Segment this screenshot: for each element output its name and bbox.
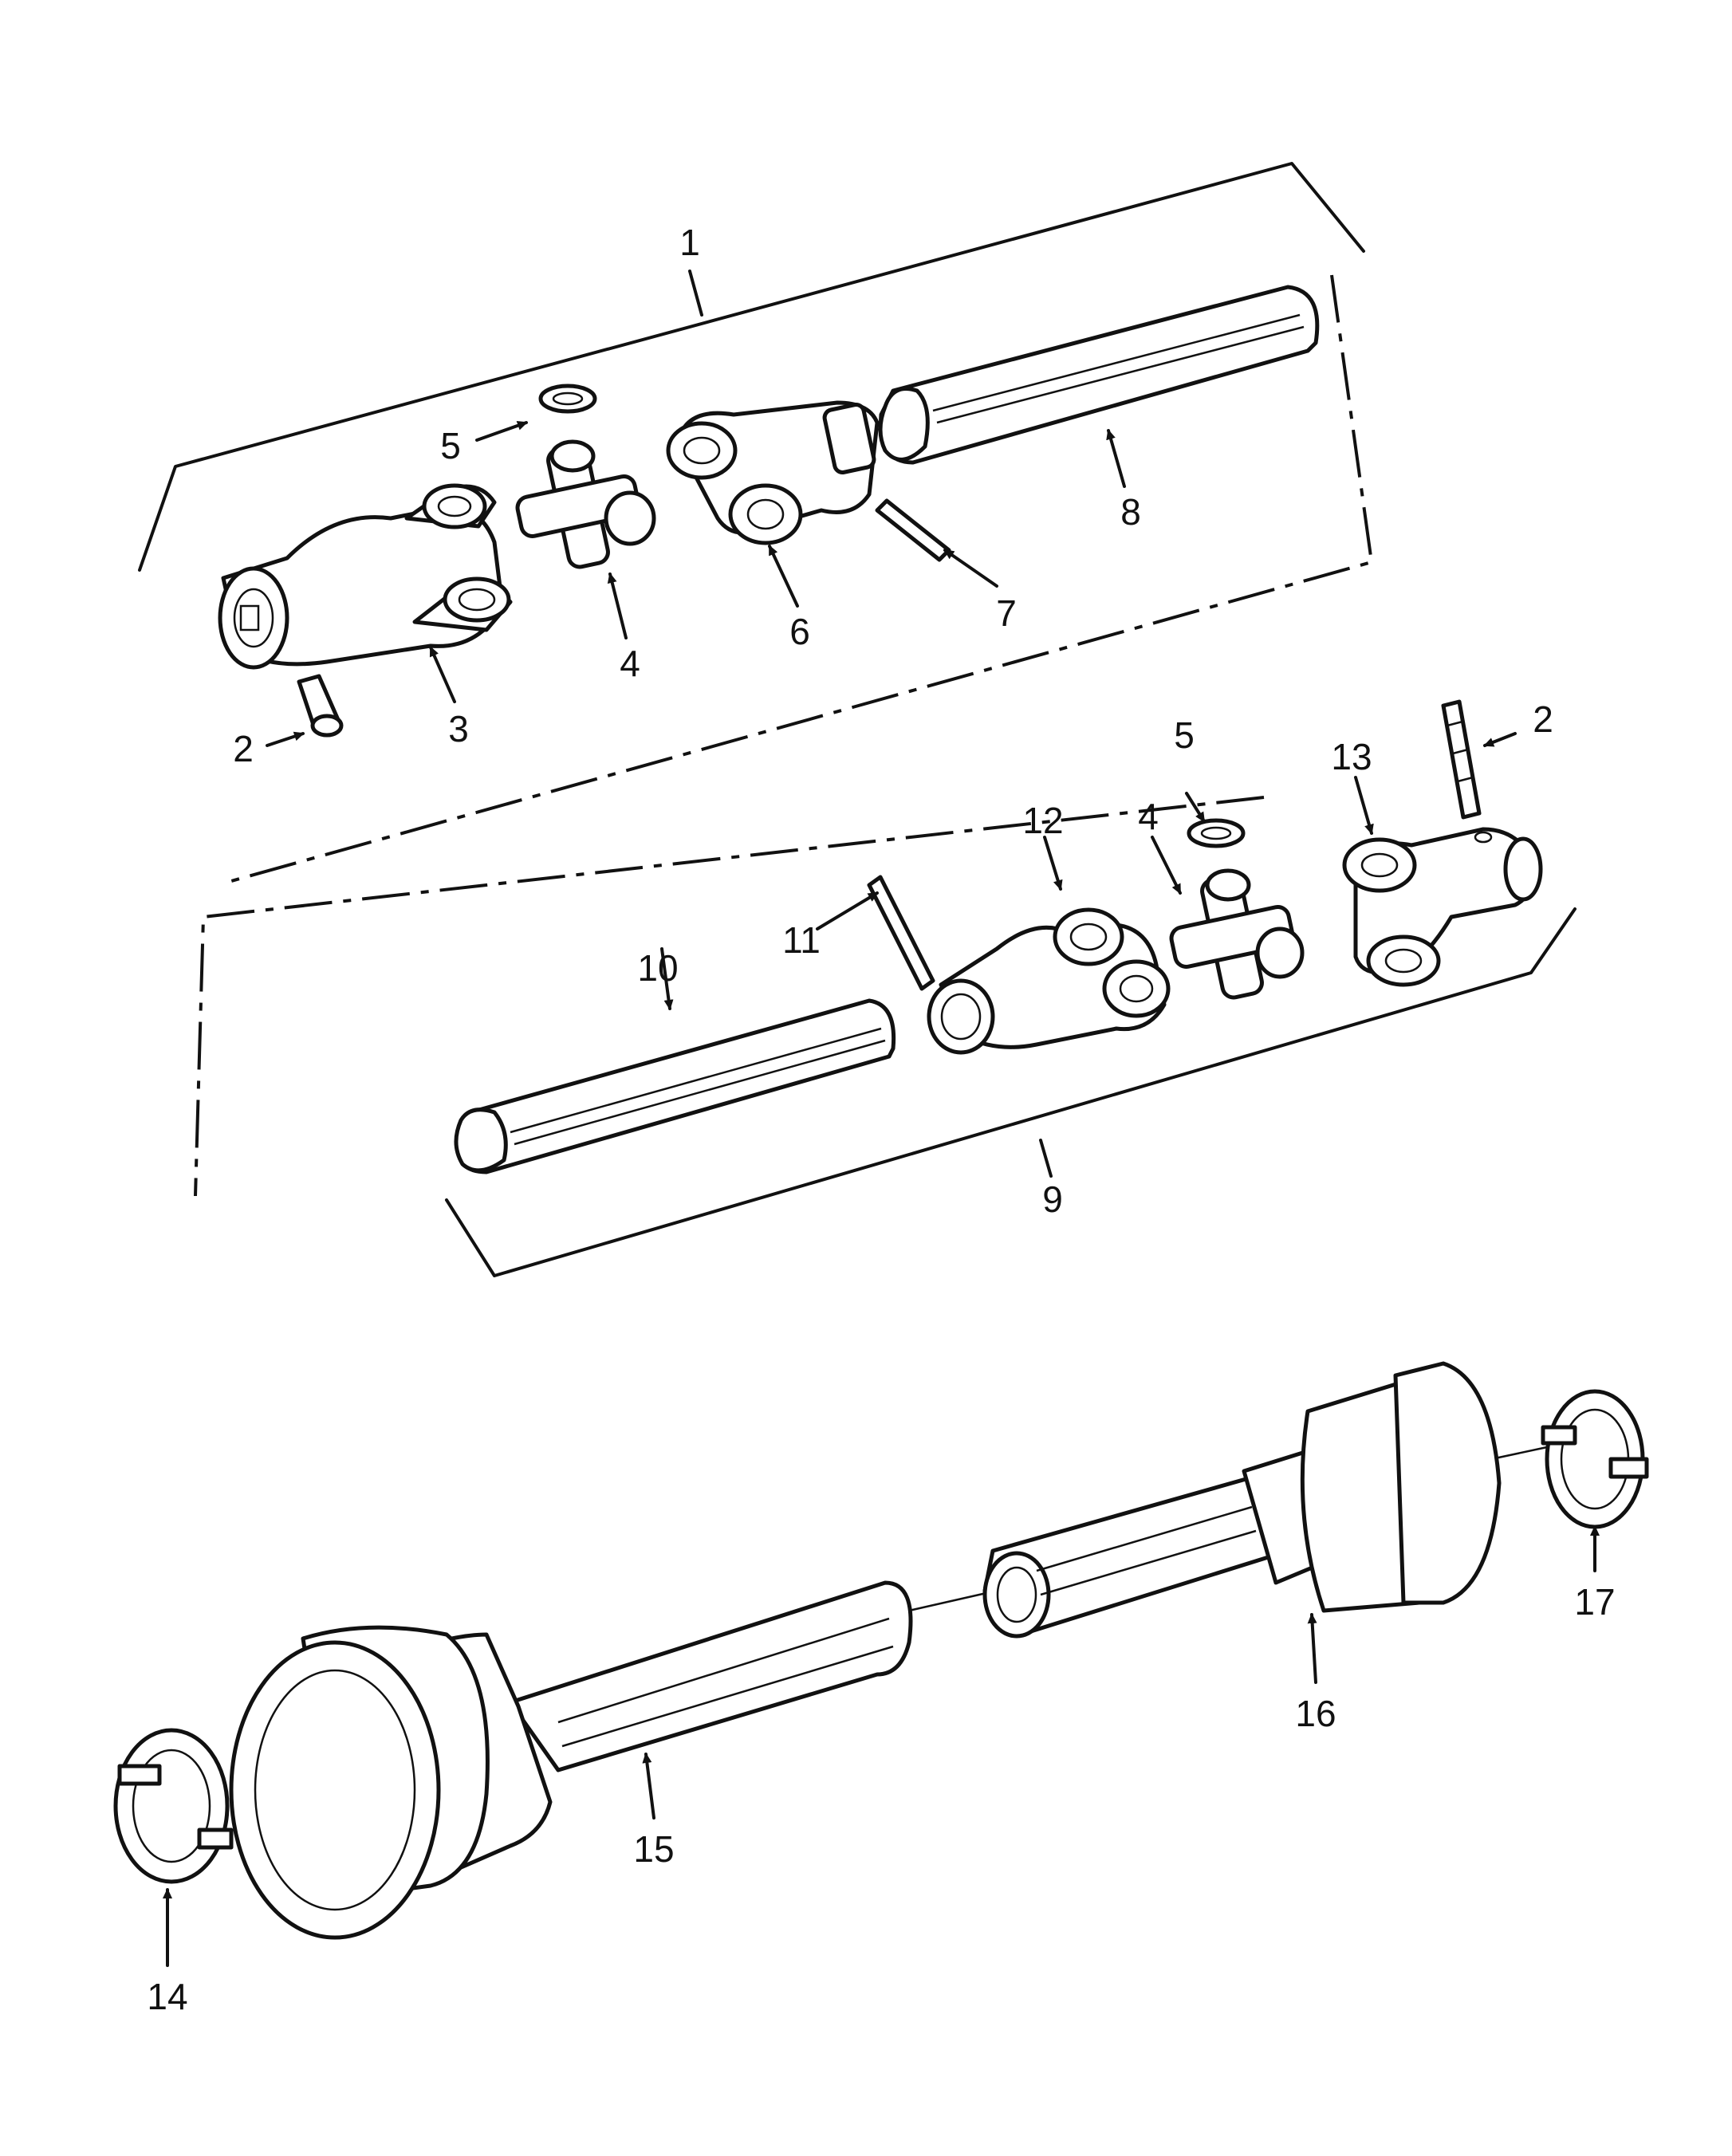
tube-yoke-6 (666, 400, 880, 545)
callout-5-upper: 5 (440, 425, 461, 466)
tube-10 (454, 998, 896, 1174)
callout-16: 16 (1295, 1693, 1336, 1734)
tube-8 (878, 285, 1320, 465)
cross-bearing-4-upper (515, 439, 656, 569)
callout-4-upper: 4 (620, 643, 640, 684)
roll-pin-7 (875, 498, 951, 562)
upper-assembly-dashed-boundary (230, 274, 1374, 883)
snap-ring-5-upper (538, 384, 597, 414)
callout-labels: 1 2 3 4 5 6 7 8 9 10 11 12 5 4 13 2 14 1… (147, 222, 1615, 2017)
snap-ring-5-lower (1187, 818, 1246, 848)
roll-pin-11 (867, 875, 935, 991)
callout-2-upper: 2 (233, 728, 254, 769)
callout-17: 17 (1574, 1581, 1615, 1623)
bearing-ring-14 (113, 1728, 234, 1884)
cross-bearing-4-lower (1169, 868, 1305, 1000)
callout-15: 15 (633, 1828, 674, 1870)
shield-half-16 (982, 1361, 1502, 1639)
center-line-lower (908, 1446, 1548, 1612)
callout-4-lower: 4 (1138, 796, 1159, 837)
pin-2-lower (1441, 699, 1482, 820)
callout-14: 14 (147, 1976, 187, 2017)
yoke-13 (1342, 827, 1543, 987)
lower-assembly-dashed-boundary (194, 796, 1265, 1197)
tube-yoke-12 (927, 907, 1171, 1055)
callout-2-lower: 2 (1533, 698, 1553, 740)
bearing-ring-17 (1541, 1389, 1649, 1529)
callout-6: 6 (789, 611, 810, 652)
splined-yoke-3 (218, 483, 513, 670)
callout-12: 12 (1022, 800, 1063, 841)
callout-9: 9 (1042, 1178, 1063, 1220)
upper-assembly-bracket (138, 162, 1365, 572)
callout-leaders (163, 421, 1600, 1967)
pin-2-upper (297, 674, 344, 738)
callout-11: 11 (782, 919, 821, 961)
callout-3: 3 (448, 708, 469, 749)
callout-5-lower: 5 (1174, 714, 1195, 756)
callout-10: 10 (637, 947, 678, 989)
callout-7: 7 (996, 592, 1017, 634)
lower-assembly-bracket (445, 907, 1577, 1277)
callout-1: 1 (679, 222, 700, 263)
callout-13: 13 (1331, 736, 1372, 777)
callout-8: 8 (1120, 491, 1141, 533)
shield-half-15 (229, 1580, 913, 1940)
